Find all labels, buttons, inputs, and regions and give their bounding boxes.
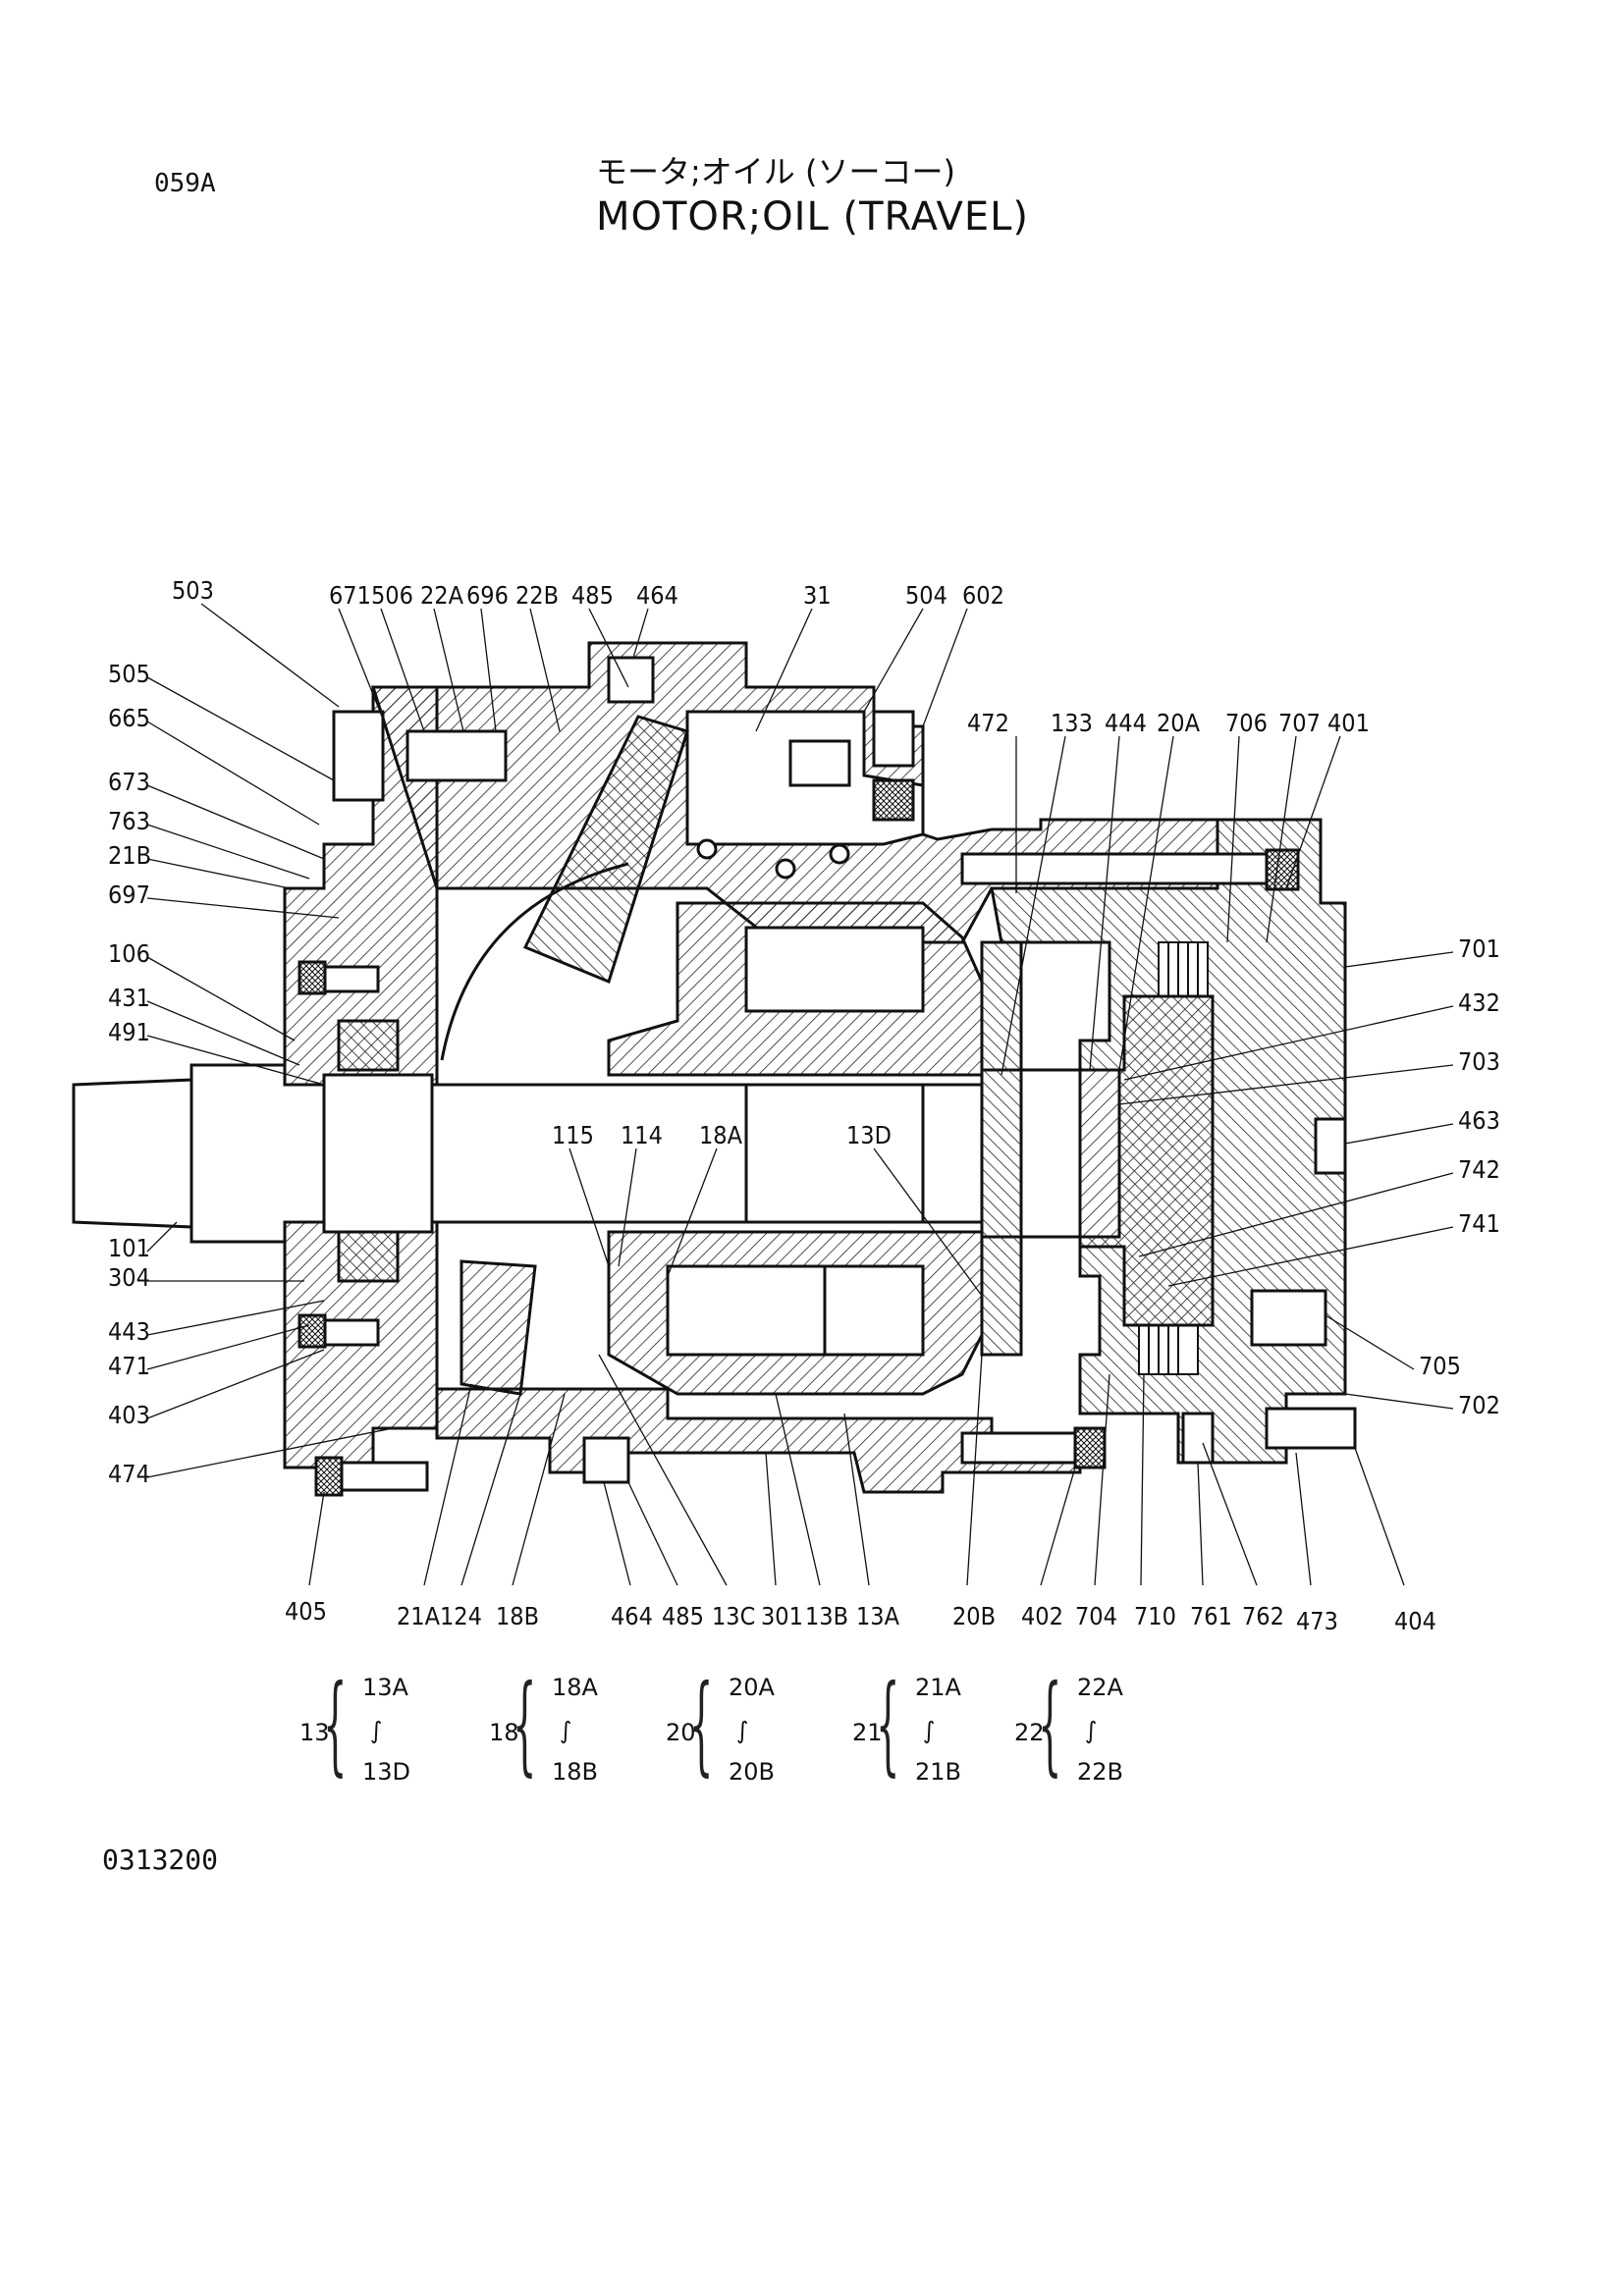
group-21-wave: ∫ xyxy=(923,1717,936,1744)
group-22-wave: ∫ xyxy=(1085,1717,1098,1744)
callout-504: 504 xyxy=(905,581,947,610)
brace-icon: { xyxy=(1038,1661,1062,1787)
callout-703: 703 xyxy=(1458,1047,1500,1076)
callout-402: 402 xyxy=(1021,1602,1063,1630)
group-20-id: 20 xyxy=(666,1719,696,1746)
callout-115: 115 xyxy=(552,1121,594,1149)
brace-icon: { xyxy=(689,1661,714,1787)
brace-icon: { xyxy=(876,1661,900,1787)
callout-707: 707 xyxy=(1278,709,1321,737)
callout-31: 31 xyxy=(803,581,832,610)
callout-22A: 22A xyxy=(420,581,464,610)
callout-472: 472 xyxy=(967,709,1009,737)
group-20-wave: ∫ xyxy=(736,1717,749,1744)
callout-706: 706 xyxy=(1225,709,1268,737)
callout-505: 505 xyxy=(108,660,150,688)
callout-503: 503 xyxy=(172,576,214,605)
callout-665: 665 xyxy=(108,704,150,732)
callout-114: 114 xyxy=(621,1121,663,1149)
callout-404: 404 xyxy=(1394,1607,1436,1635)
callout-18A: 18A xyxy=(699,1121,743,1149)
callout-403: 403 xyxy=(108,1401,150,1429)
callout-485-bottom: 485 xyxy=(662,1602,704,1630)
callout-22B: 22B xyxy=(515,581,559,610)
callout-124: 124 xyxy=(440,1602,482,1630)
callout-106: 106 xyxy=(108,939,150,968)
group-20-last: 20B xyxy=(729,1758,776,1786)
callout-444: 444 xyxy=(1105,709,1147,737)
callout-101: 101 xyxy=(108,1234,150,1262)
group-21-last: 21B xyxy=(915,1758,962,1786)
group-13-wave: ∫ xyxy=(370,1717,383,1744)
group-20-first: 20A xyxy=(729,1674,775,1701)
callout-696: 696 xyxy=(466,581,509,610)
group-22-id: 22 xyxy=(1014,1719,1045,1746)
callout-710: 710 xyxy=(1134,1602,1176,1630)
callout-506: 506 xyxy=(371,581,413,610)
group-13-id: 13 xyxy=(299,1719,330,1746)
group-21-id: 21 xyxy=(852,1719,883,1746)
callout-702: 702 xyxy=(1458,1391,1500,1419)
callout-304: 304 xyxy=(108,1263,150,1292)
callout-20B: 20B xyxy=(952,1602,996,1630)
callout-133: 133 xyxy=(1051,709,1093,737)
callout-401: 401 xyxy=(1327,709,1370,737)
callout-704: 704 xyxy=(1075,1602,1117,1630)
callout-671: 671 xyxy=(329,581,371,610)
callout-697: 697 xyxy=(108,881,150,909)
callout-13D: 13D xyxy=(846,1121,892,1149)
callout-432: 432 xyxy=(1458,988,1500,1017)
brace-icon: { xyxy=(513,1661,537,1787)
callout-20A: 20A xyxy=(1157,709,1201,737)
callout-473: 473 xyxy=(1296,1607,1338,1635)
callout-443: 443 xyxy=(108,1317,150,1346)
title-english: MOTOR;OIL (TRAVEL) xyxy=(596,194,1030,240)
callout-21A: 21A xyxy=(397,1602,441,1630)
callout-13C: 13C xyxy=(712,1602,755,1630)
housing-outline xyxy=(72,641,1357,1497)
callout-485: 485 xyxy=(571,581,614,610)
group-18-id: 18 xyxy=(489,1719,519,1746)
callout-301: 301 xyxy=(761,1602,803,1630)
group-21-first: 21A xyxy=(915,1674,961,1701)
callout-673: 673 xyxy=(108,768,150,796)
leader-lines xyxy=(146,603,1454,1586)
callout-491: 491 xyxy=(108,1018,150,1046)
callout-labels: 671 506 22A 696 22B 485 464 31 504 602 4… xyxy=(108,576,1500,1635)
brace-icon: { xyxy=(323,1661,348,1787)
group-13-first: 13A xyxy=(362,1674,408,1701)
callout-763: 763 xyxy=(108,807,150,835)
callout-405: 405 xyxy=(285,1597,327,1626)
callout-474: 474 xyxy=(108,1460,150,1488)
callout-761: 761 xyxy=(1190,1602,1232,1630)
callout-742: 742 xyxy=(1458,1155,1500,1184)
callout-464: 464 xyxy=(636,581,678,610)
callout-705: 705 xyxy=(1419,1352,1461,1380)
group-18-wave: ∫ xyxy=(560,1717,572,1744)
brake-disc-stack xyxy=(1138,941,1209,1375)
group-22-first: 22A xyxy=(1077,1674,1123,1701)
callout-21B: 21B xyxy=(108,841,151,870)
callout-463: 463 xyxy=(1458,1106,1500,1135)
callout-602: 602 xyxy=(962,581,1004,610)
callout-464-bottom: 464 xyxy=(611,1602,653,1630)
callout-18B: 18B xyxy=(496,1602,539,1630)
group-13-last: 13D xyxy=(362,1758,411,1786)
callout-13A: 13A xyxy=(856,1602,900,1630)
callout-701: 701 xyxy=(1458,934,1500,963)
group-18-first: 18A xyxy=(552,1674,598,1701)
callout-13B: 13B xyxy=(805,1602,848,1630)
page-code: 059A xyxy=(154,169,216,198)
document-code: 0313200 xyxy=(102,1843,219,1876)
callout-431: 431 xyxy=(108,984,150,1012)
group-18-last: 18B xyxy=(552,1758,599,1786)
callout-741: 741 xyxy=(1458,1209,1500,1238)
group-22-last: 22B xyxy=(1077,1758,1124,1786)
callout-471: 471 xyxy=(108,1352,150,1380)
title-japanese: モータ;オイル (ソーコー) xyxy=(596,153,955,190)
callout-762: 762 xyxy=(1242,1602,1284,1630)
